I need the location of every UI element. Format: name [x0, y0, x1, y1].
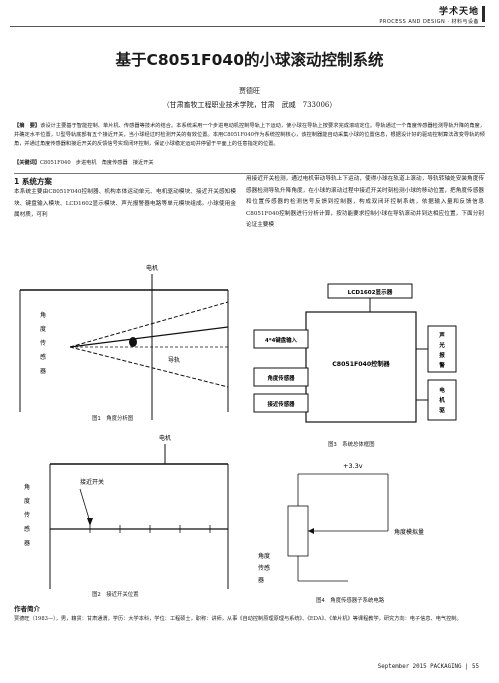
svg-text:声: 声: [438, 331, 445, 339]
svg-text:角: 角: [24, 483, 30, 491]
svg-text:驱: 驱: [439, 406, 445, 414]
fig1-rail-upper: [69, 301, 229, 348]
page-footer: September 2015 PACKAGING | 55: [377, 664, 479, 670]
fig3-prox-box: [253, 393, 309, 413]
svg-text:角度: 角度: [258, 552, 270, 560]
fig3-caption: 图3 系统总体框图: [328, 442, 375, 448]
svg-text:度: 度: [40, 325, 46, 333]
fig4-wiper-arrow: [308, 528, 314, 534]
fig1-ball: [129, 337, 137, 347]
fig1-rail-label: 导轨: [168, 356, 180, 364]
figure-4: +3.3v 角度模拟量 角度 传感 器: [258, 462, 424, 584]
header-bar: [482, 6, 485, 22]
fig4-adc-label: 角度模拟量: [394, 528, 424, 536]
svg-text:感: 感: [24, 525, 30, 533]
abstract-text: 该设计主要基于智能控制、单片机、传感器等技术的结合。本系统采用一个步进电动机控制…: [14, 123, 485, 148]
column-subtitle: PROCESS AND DESIGN · 材料与设备: [379, 19, 479, 25]
column-title: 学术天地: [438, 7, 479, 17]
fig2-sensor-label: 角 度 传 感 器: [24, 483, 30, 547]
abstract: 【摘 要】该设计主要基于智能控制、单片机、传感器等技术的结合。本系统采用一个步进…: [14, 122, 485, 150]
fig3-keyboard-box: [253, 329, 309, 349]
fig1-sensor-label: 角 度 传 感 器: [40, 311, 46, 375]
fig3-alarm-box: [427, 325, 457, 373]
fig3-lcd-label: LCD1602显示器: [348, 288, 393, 296]
header-rule: [10, 26, 485, 27]
keywords: 【关键词】C8051F040 步进电机 角度传感器 接近开关: [14, 159, 154, 166]
author-intro-text: 贾德旺（1983—），男，籍贯：甘肃通渭，学历：大学本科，学位：工程硕士，职称：…: [14, 616, 462, 622]
svg-text:度: 度: [24, 497, 30, 505]
paper-author: 贾德旺: [239, 87, 260, 95]
fig3-alarm-label: 声 光 报 警: [438, 331, 445, 369]
fig1-motor-label: 电机: [146, 264, 158, 272]
svg-text:警: 警: [438, 361, 445, 369]
svg-text:器: 器: [40, 368, 46, 375]
fig4-caption: 图4 角度传感器子系统电路: [316, 598, 385, 604]
fig3-keyboard-label: 4*4键盘输入: [265, 336, 297, 344]
fig2-caption: 图2 接近开关位置: [92, 592, 139, 598]
column2-paragraph: 用接近开关检测，通过电机带动导轨上下运动，使得小球在轨道上滚动，导轨转轴处安装角…: [246, 176, 484, 229]
fig2-switch-arrow: [79, 488, 91, 523]
section1-paragraph: 本系统主要由C8051F040控制器、机构本体运动单元、电机驱动模块、接近开关感…: [14, 189, 236, 219]
svg-text:电: 电: [439, 386, 445, 394]
fig2-switch-label: 接近开关: [80, 478, 104, 486]
fig3-motor-label: 电 机 驱: [439, 386, 445, 414]
svg-text:报: 报: [439, 351, 445, 359]
keywords-label: 【关键词】: [14, 160, 40, 166]
svg-text:传: 传: [40, 339, 46, 347]
keywords-text: C8051F040 步进电机 角度传感器 接近开关: [39, 160, 154, 166]
svg-text:机: 机: [439, 396, 445, 404]
author-intro-heading: 作者简介: [14, 605, 40, 613]
abstract-label: 【摘 要】: [14, 123, 41, 129]
paper-affiliation: （甘肃畜牧工程职业技术学院，甘肃 武威 733006）: [162, 101, 337, 109]
svg-text:光: 光: [438, 341, 445, 349]
fig1-caption: 图1 角度分析图: [92, 416, 134, 422]
fig3-angle-box: [253, 367, 309, 387]
svg-text:器: 器: [258, 577, 264, 584]
fig4-potentiometer: [287, 505, 309, 557]
fig3-mcu-box: [305, 311, 417, 423]
fig4-vcc-label: +3.3v: [343, 462, 363, 470]
fig2-switch-ticks: [89, 525, 211, 533]
abstract-divider: [14, 173, 485, 174]
fig3-angle-label: 角度传感器: [268, 374, 296, 382]
svg-text:器: 器: [24, 540, 30, 547]
svg-text:感: 感: [40, 353, 46, 361]
section-heading: 1 系统方案: [14, 177, 52, 186]
fig1-rail: [69, 326, 229, 348]
svg-text:传感: 传感: [258, 564, 270, 572]
figure-3: LCD1602显示器 C8051F040控制器 4*4键盘输入 角度传感器 接近…: [253, 283, 457, 423]
fig1-rail-lower: [69, 346, 229, 388]
svg-text:传: 传: [24, 511, 30, 519]
fig2-motor-label: 电机: [159, 434, 171, 442]
fig3-prox-label: 接近传感器: [268, 400, 296, 408]
journal-header: 学术天地 PROCESS AND DESIGN · 材料与设备: [379, 4, 479, 25]
figure-1: 电机 角 度 传 感 器 导轨: [19, 264, 229, 420]
fig4-sensor-label: 角度 传感 器: [258, 552, 270, 584]
svg-text:角: 角: [40, 311, 46, 319]
fig2-arrow-head: [87, 518, 93, 526]
fig3-mcu-label: C8051F040控制器: [332, 360, 390, 368]
figure-2: 电机 接近开关 角 度 传 感 器: [24, 434, 229, 589]
paper-title: 基于C8051F040的小球滚动控制系统: [115, 51, 384, 69]
